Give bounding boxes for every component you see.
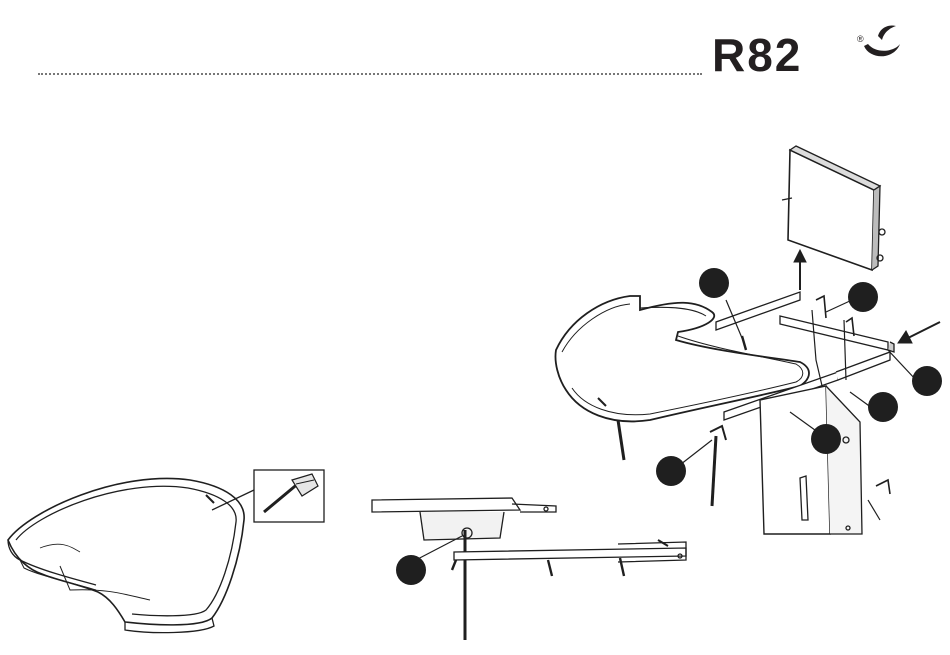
- callout-marker: [396, 555, 426, 585]
- callout-marker: [699, 268, 729, 298]
- arrow-diagonal-icon: [898, 322, 940, 343]
- tray-frame-assembly-illustration: [555, 146, 894, 534]
- callout-marker: [811, 424, 841, 454]
- callout-marker: [868, 392, 898, 422]
- tray-illustration: [8, 478, 244, 632]
- callout-marker: [656, 456, 686, 486]
- arrow-up-icon: [794, 250, 806, 290]
- callout-marker: [848, 282, 878, 312]
- callout-marker: [912, 366, 942, 396]
